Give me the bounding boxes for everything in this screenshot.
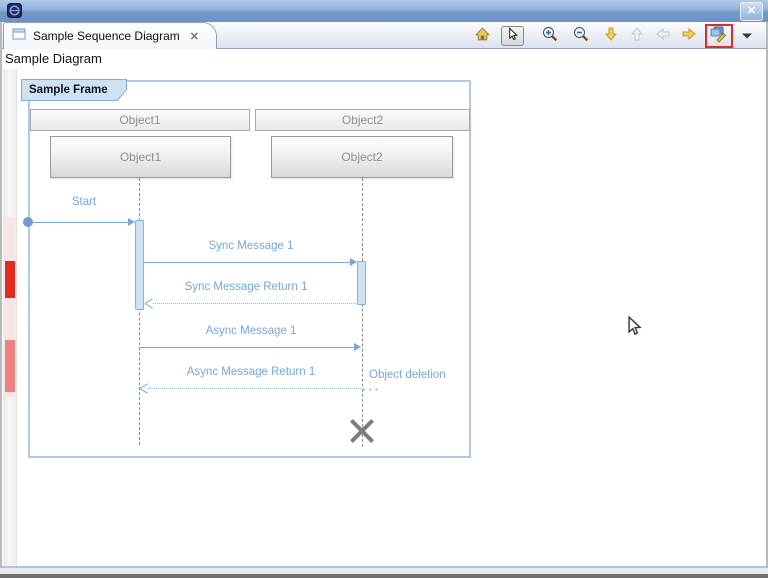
tab-sample-sequence-diagram[interactable]: Sample Sequence Diagram ✕ bbox=[3, 22, 217, 49]
start-message-origin[interactable] bbox=[23, 217, 33, 227]
window-close-button[interactable]: ✕ bbox=[740, 2, 763, 21]
zoom-in-button[interactable] bbox=[541, 26, 559, 46]
object-deletion-dots: ··· bbox=[362, 382, 381, 397]
zoom-in-icon bbox=[541, 25, 559, 46]
select-tool-button[interactable] bbox=[501, 25, 524, 46]
window-bottom-strip bbox=[0, 568, 768, 574]
editor-tab-bar: Sample Sequence Diagram ✕ bbox=[2, 22, 766, 49]
async-return-1-label[interactable]: Async Message Return 1 bbox=[186, 366, 316, 378]
object2-box[interactable]: Object2 bbox=[271, 136, 453, 178]
sync-message-1-line[interactable] bbox=[144, 262, 350, 263]
window-titlebar[interactable]: ✕ bbox=[0, 0, 768, 23]
edit-mode-button[interactable] bbox=[709, 26, 729, 46]
lifeline-header-object1[interactable]: Object1 bbox=[30, 109, 250, 131]
object1-box[interactable]: Object1 bbox=[50, 136, 231, 178]
window-bottom-edge bbox=[0, 574, 768, 578]
scroll-left-button[interactable] bbox=[655, 26, 671, 46]
ruler-range-highlight bbox=[5, 218, 15, 397]
diagram-title-bar: Sample Diagram bbox=[2, 49, 766, 68]
tab-close-icon[interactable]: ✕ bbox=[189, 30, 199, 43]
sync-message-1-label[interactable]: Sync Message 1 bbox=[208, 240, 294, 252]
async-return-1-arrowhead bbox=[140, 384, 149, 393]
arrow-right-icon bbox=[681, 26, 697, 45]
window-right-edge bbox=[766, 22, 768, 568]
scroll-right-button[interactable] bbox=[681, 26, 697, 46]
object2-activation-bar[interactable] bbox=[357, 261, 366, 305]
object2-lifeline[interactable] bbox=[362, 178, 363, 447]
home-button[interactable] bbox=[474, 26, 491, 46]
sync-return-1-arrowhead bbox=[145, 299, 154, 308]
zoom-out-icon bbox=[572, 25, 590, 46]
object1-activation-bar[interactable] bbox=[135, 220, 144, 310]
frame-label: Sample Frame bbox=[29, 84, 108, 96]
diagram-editor-icon bbox=[12, 27, 26, 45]
ruler-marker-1[interactable] bbox=[5, 261, 15, 298]
interaction-frame[interactable] bbox=[28, 80, 471, 458]
object-destruction-cross[interactable] bbox=[348, 417, 376, 445]
async-return-1-line[interactable] bbox=[148, 388, 361, 389]
sync-return-1-label[interactable]: Sync Message Return 1 bbox=[184, 281, 308, 293]
start-message-line[interactable] bbox=[32, 222, 129, 223]
sync-message-1-arrowhead bbox=[350, 258, 357, 266]
async-message-1-arrowhead bbox=[354, 343, 361, 351]
diagram-toolbar bbox=[469, 23, 758, 48]
async-message-1-label[interactable]: Async Message 1 bbox=[205, 325, 297, 337]
cursor-arrow-icon bbox=[505, 26, 520, 45]
arrow-up-icon bbox=[629, 26, 645, 45]
mouse-cursor bbox=[627, 315, 643, 342]
object1-lifeline[interactable] bbox=[139, 178, 140, 445]
highlight-outline bbox=[705, 23, 733, 48]
sync-return-1-line[interactable] bbox=[153, 303, 358, 304]
app-icon bbox=[7, 3, 22, 18]
frame-label-tag[interactable]: Sample Frame bbox=[21, 79, 127, 101]
view-menu-button[interactable] bbox=[741, 26, 753, 46]
zoom-out-button[interactable] bbox=[572, 26, 590, 46]
window-bottom-border bbox=[2, 566, 766, 568]
lifeline-header-object2[interactable]: Object2 bbox=[255, 109, 470, 131]
chevron-down-icon bbox=[741, 28, 753, 43]
object-deletion-label[interactable]: Object deletion bbox=[369, 369, 446, 381]
arrow-left-icon bbox=[655, 26, 671, 45]
start-message-label[interactable]: Start bbox=[71, 196, 97, 208]
diagram-title-label: Sample Diagram bbox=[5, 51, 102, 66]
async-message-1-line[interactable] bbox=[140, 347, 354, 348]
arrow-down-icon bbox=[603, 26, 619, 45]
home-icon bbox=[474, 26, 491, 46]
ruler-marker-2[interactable] bbox=[5, 340, 15, 392]
scroll-down-button[interactable] bbox=[603, 26, 619, 46]
window-left-edge bbox=[0, 22, 2, 568]
edit-mode-icon bbox=[709, 25, 729, 46]
start-arrowhead bbox=[128, 218, 135, 226]
tab-label: Sample Sequence Diagram bbox=[33, 29, 180, 43]
scroll-up-button[interactable] bbox=[629, 26, 645, 46]
